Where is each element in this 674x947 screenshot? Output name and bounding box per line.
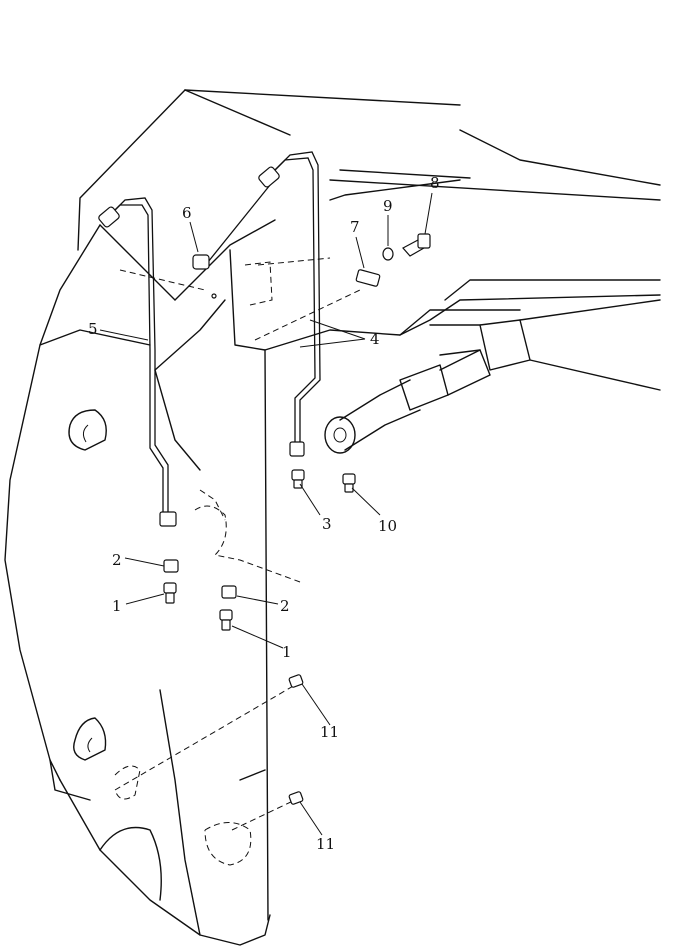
pipe-end-right	[289, 441, 305, 457]
callout-1-right: 1	[282, 643, 292, 661]
callout-6: 6	[182, 204, 192, 222]
nipple-2-right	[221, 585, 237, 599]
callout-2-left: 2	[112, 551, 122, 569]
bolt-8	[402, 233, 431, 257]
callout-2-right: 2	[280, 597, 290, 615]
fitting-top-left	[98, 206, 120, 228]
fitting-top-right	[258, 166, 280, 188]
elbow-6	[192, 254, 217, 299]
nipple-3	[291, 469, 305, 489]
callout-9: 9	[383, 197, 393, 215]
nipple-1-left	[163, 582, 177, 604]
callout-10: 10	[378, 517, 397, 535]
callouts: 1 1 2 2 3 4 5 6 7 8 9 10 11 11	[88, 174, 440, 853]
callout-8: 8	[430, 174, 440, 192]
hydraulic-cylinder	[324, 299, 661, 454]
grease-pipe-nozzle	[207, 184, 271, 263]
callout-3: 3	[322, 515, 332, 533]
callout-7: 7	[350, 218, 360, 236]
nipple-11-lower	[288, 791, 304, 805]
clamp-7	[355, 269, 381, 287]
grease-pipe-left	[104, 197, 169, 515]
washer-9	[382, 247, 394, 261]
leader-lines	[99, 192, 433, 836]
callout-11-lower: 11	[316, 835, 335, 853]
grease-pipe-right	[264, 151, 321, 445]
boom-body	[4, 89, 661, 946]
callout-1-left: 1	[112, 597, 122, 615]
nipple-10	[342, 473, 356, 493]
pipe-end-left	[159, 511, 177, 527]
nipple-2-left	[163, 559, 179, 573]
nipple-11-upper	[288, 674, 304, 688]
callout-11-upper: 11	[320, 723, 339, 741]
hidden-lines	[114, 257, 361, 866]
callout-5: 5	[88, 320, 98, 338]
nipple-1-right	[219, 609, 233, 631]
callout-4: 4	[370, 330, 380, 348]
